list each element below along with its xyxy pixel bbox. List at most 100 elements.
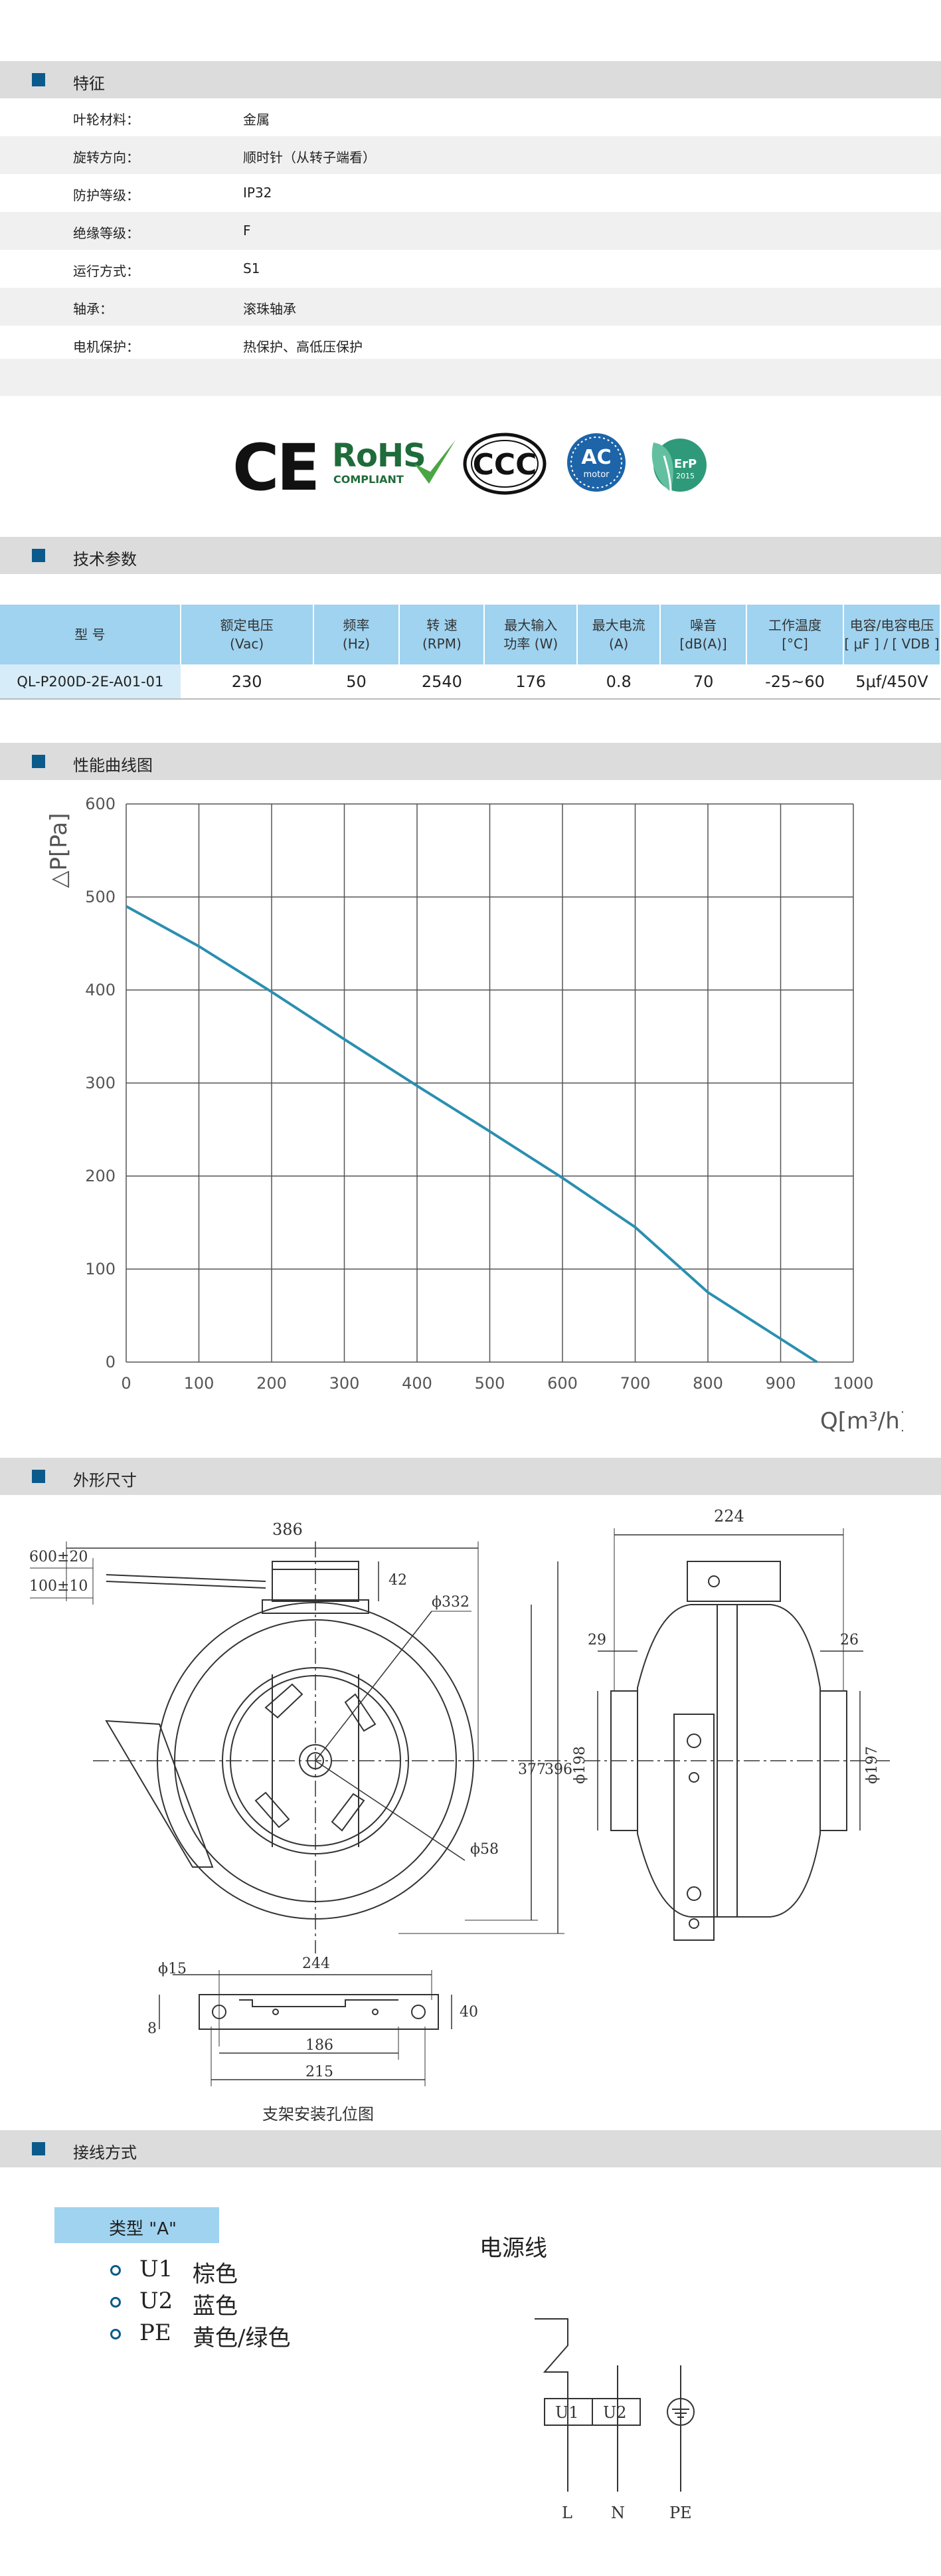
box-u1: U1 <box>555 2403 579 2422</box>
dim-phi332: ϕ332 <box>432 1594 470 1611</box>
dimensions-section-bar: 外形尺寸 <box>0 1458 941 1495</box>
feature-value: 顺时针（从转子端看） <box>243 149 376 165</box>
feature-row: 叶轮材料： 金属 <box>0 98 941 136</box>
tech-section-bar: 技术参数 <box>0 537 941 574</box>
chart-ytick-label: 500 <box>85 888 116 906</box>
feature-value: 热保护、高低压保护 <box>243 339 363 355</box>
chart-xtick-label: 800 <box>693 1374 723 1393</box>
feature-row: 电机保护： 热保护、高低压保护 <box>0 326 941 363</box>
erp-year: 2015 <box>676 472 695 480</box>
dim-215: 215 <box>305 2064 333 2080</box>
section-marker-icon <box>32 1470 45 1483</box>
certification-logos: CE RoHS COMPLIANT CCC AC motor ErP 2015 <box>226 425 730 505</box>
chart-xtick-label: 200 <box>256 1374 287 1393</box>
chart-xtick-label: 500 <box>475 1374 505 1393</box>
spec-cell: -25~60 <box>746 664 843 700</box>
dim-40: 40 <box>460 2004 478 2021</box>
ac-motor-icon: AC motor <box>567 433 626 492</box>
chart-xlabel: Q[m³/h] <box>820 1408 903 1435</box>
performance-section-bar: 性能曲线图 <box>0 743 941 780</box>
chart-ytick-label: 0 <box>106 1353 116 1371</box>
spec-cell: 0.8 <box>577 664 661 700</box>
list-item: U2 蓝色 <box>106 2288 372 2320</box>
ccc-text: CCC <box>473 448 537 482</box>
dim-26: 26 <box>840 1632 859 1648</box>
dim-8: 8 <box>147 2021 157 2037</box>
spec-table: 型 号 额定电压(Vac) 频率(Hz) 转 速(RPM) 最大输入功率 (W)… <box>0 605 941 700</box>
feature-key: 绝缘等级： <box>73 225 139 241</box>
wiring-title: 接线方式 <box>73 2143 137 2162</box>
wire-color: 棕色 <box>193 2261 238 2288</box>
feature-key: 电机保护： <box>73 339 139 355</box>
spec-col-capacitor: 电容/电容电压[ μF ] / [ VDB ] <box>843 605 941 664</box>
terminal-pe: PE <box>669 2504 692 2522</box>
dim-phi198: ϕ198 <box>572 1746 588 1784</box>
feature-value: 金属 <box>243 112 270 128</box>
rohs-sub: COMPLIANT <box>333 473 404 486</box>
bracket-caption: 支架安装孔位图 <box>262 2105 374 2124</box>
ccc-mark-icon: CCC <box>463 433 547 495</box>
chart-xtick-label: 300 <box>329 1374 360 1393</box>
performance-title: 性能曲线图 <box>73 756 153 775</box>
chart-xtick-label: 1000 <box>833 1374 873 1393</box>
wire-code: U2 <box>139 2288 173 2314</box>
spec-cell: 176 <box>484 664 578 700</box>
dim-244: 244 <box>302 1955 330 1972</box>
dim-386: 386 <box>272 1520 303 1539</box>
wiring-section-bar: 接线方式 <box>0 2130 941 2167</box>
feature-value: 滚珠轴承 <box>243 301 296 317</box>
rohs-text: RoHS <box>332 437 426 474</box>
terminal-n: N <box>611 2504 625 2522</box>
bullet-icon <box>110 2265 121 2276</box>
list-item: PE 黄色/绿色 <box>106 2320 372 2351</box>
spec-col-voltage: 额定电压(Vac) <box>180 605 314 664</box>
spec-col-noise: 噪音[dB(A)] <box>660 605 748 664</box>
spec-col-speed: 转 速(RPM) <box>399 605 485 664</box>
spec-cell: 50 <box>313 664 400 700</box>
chart-series-line <box>126 905 818 1363</box>
chart-xtick-label: 700 <box>620 1374 651 1393</box>
dim-phi197: ϕ197 <box>864 1746 881 1784</box>
dim-42: 42 <box>388 1572 407 1589</box>
feature-key: 旋转方向： <box>73 149 139 165</box>
erp-text: ErP <box>674 457 697 471</box>
checkmark-icon <box>414 440 456 484</box>
wiring-diagram: U1 U2 L N PE <box>535 2318 695 2522</box>
dim-186: 186 <box>305 2037 333 2054</box>
ce-mark-icon: CE <box>232 431 320 505</box>
spec-col-power: 最大输入功率 (W) <box>484 605 578 664</box>
bullet-icon <box>110 2297 121 2308</box>
features-title: 特征 <box>73 74 105 93</box>
bracket-drawing <box>159 1970 452 2086</box>
chart-xtick-label: 0 <box>121 1374 131 1393</box>
wire-color: 蓝色 <box>193 2293 238 2320</box>
bullet-icon <box>110 2329 121 2339</box>
dim-224: 224 <box>714 1507 744 1526</box>
feature-row: 绝缘等级： F <box>0 212 941 250</box>
wire-code: U1 <box>139 2256 173 2282</box>
rohs-logo-icon: RoHS COMPLIANT <box>332 437 458 497</box>
features-section-bar: 特征 <box>0 61 941 98</box>
table-row: QL-P200D-2E-A01-01 230 50 2540 176 0.8 7… <box>0 664 940 700</box>
chart-ytick-label: 200 <box>85 1167 116 1185</box>
chart-ytick-label: 100 <box>85 1260 116 1278</box>
chart-ytick-label: 400 <box>85 981 116 999</box>
feature-row: 运行方式： S1 <box>0 250 941 288</box>
dim-29: 29 <box>588 1632 606 1648</box>
section-marker-icon <box>32 755 45 768</box>
spec-col-model: 型 号 <box>0 605 181 664</box>
feature-value: S1 <box>243 260 260 276</box>
feature-key: 防护等级： <box>73 187 139 203</box>
feature-row: 旋转方向： 顺时针（从转子端看） <box>0 136 941 174</box>
dim-396: 396 <box>545 1761 572 1778</box>
chart-ytick-label: 300 <box>85 1074 116 1092</box>
feature-key: 叶轮材料： <box>73 112 139 128</box>
feature-row: 防护等级： IP32 <box>0 174 941 212</box>
dim-phi58: ϕ58 <box>470 1841 499 1858</box>
section-marker-icon <box>32 2142 45 2155</box>
terminal-l: L <box>562 2504 572 2522</box>
spec-table-header-row: 型 号 额定电压(Vac) 频率(Hz) 转 速(RPM) 最大输入功率 (W)… <box>0 605 941 664</box>
chart-xtick-label: 400 <box>402 1374 432 1393</box>
side-view-drawing <box>584 1528 890 1941</box>
section-marker-icon <box>32 549 45 562</box>
